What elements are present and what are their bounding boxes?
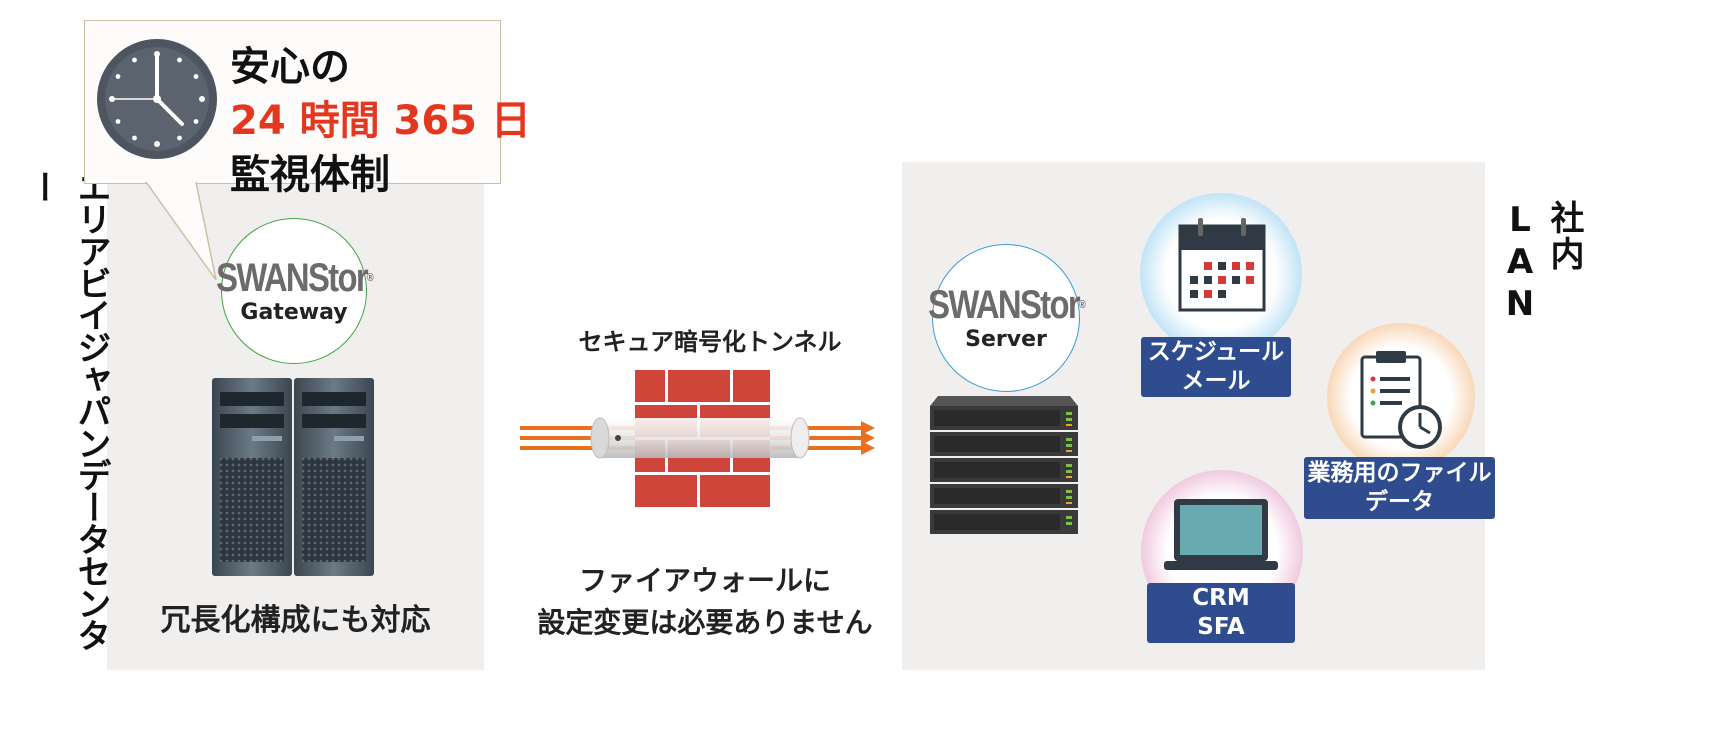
tower-server-icon bbox=[212, 378, 374, 576]
monitoring-line1: 安心の bbox=[230, 44, 350, 90]
crm-tag-line1: CRM bbox=[1192, 585, 1250, 611]
datacenter-vertical-label: エリアビイジャパンデータセンター bbox=[22, 170, 111, 650]
server-logo-sub: Server bbox=[965, 326, 1047, 352]
monitoring-line2: 24 時間 365 日 bbox=[230, 98, 531, 144]
clipboard-clock-icon bbox=[1360, 351, 1442, 449]
callout-pointer bbox=[145, 181, 217, 281]
firewall-note: ファイアウォールに 設定変更は必要ありません bbox=[505, 560, 905, 644]
schedule-tag-line1: スケジュール bbox=[1147, 339, 1285, 365]
crm-sfa-tag: CRM SFA bbox=[1147, 583, 1295, 643]
monitoring-line3: 監視体制 bbox=[230, 152, 390, 198]
laptop-icon bbox=[1164, 499, 1278, 570]
monitoring-text: 安心の 24 時間 365 日 監視体制 bbox=[230, 40, 531, 202]
tunnel-label: セキュア暗号化トンネル bbox=[578, 328, 842, 356]
firewall-note-line2: 設定変更は必要ありません bbox=[537, 606, 873, 639]
gateway-logo-sub: Gateway bbox=[240, 299, 348, 325]
gateway-logo-brand: SWANStor® bbox=[216, 255, 374, 300]
schedule-tag-line2: メール bbox=[1181, 368, 1251, 394]
files-data-tag: 業務用のファイル データ bbox=[1304, 457, 1495, 519]
gateway-logo-circle: SWANStor® Gateway bbox=[216, 218, 374, 364]
schedule-mail-tag: スケジュール メール bbox=[1141, 337, 1291, 397]
clock-icon bbox=[97, 39, 217, 159]
firewall-note-line1: ファイアウォールに bbox=[578, 564, 831, 597]
server-logo-brand: SWANStor® bbox=[928, 282, 1086, 327]
lan-vertical-label: 社内LAN bbox=[1500, 200, 1584, 326]
firewall-tunnel-icon bbox=[520, 368, 875, 508]
server-logo-circle: SWANStor® Server bbox=[928, 244, 1086, 392]
calendar-icon bbox=[1178, 218, 1266, 312]
files-tag-line2: データ bbox=[1365, 489, 1434, 515]
crm-tag-line2: SFA bbox=[1197, 614, 1245, 640]
rack-server-icon bbox=[930, 396, 1078, 534]
files-tag-line1: 業務用のファイル bbox=[1307, 460, 1492, 486]
redundancy-caption: 冗長化構成にも対応 bbox=[160, 603, 431, 638]
